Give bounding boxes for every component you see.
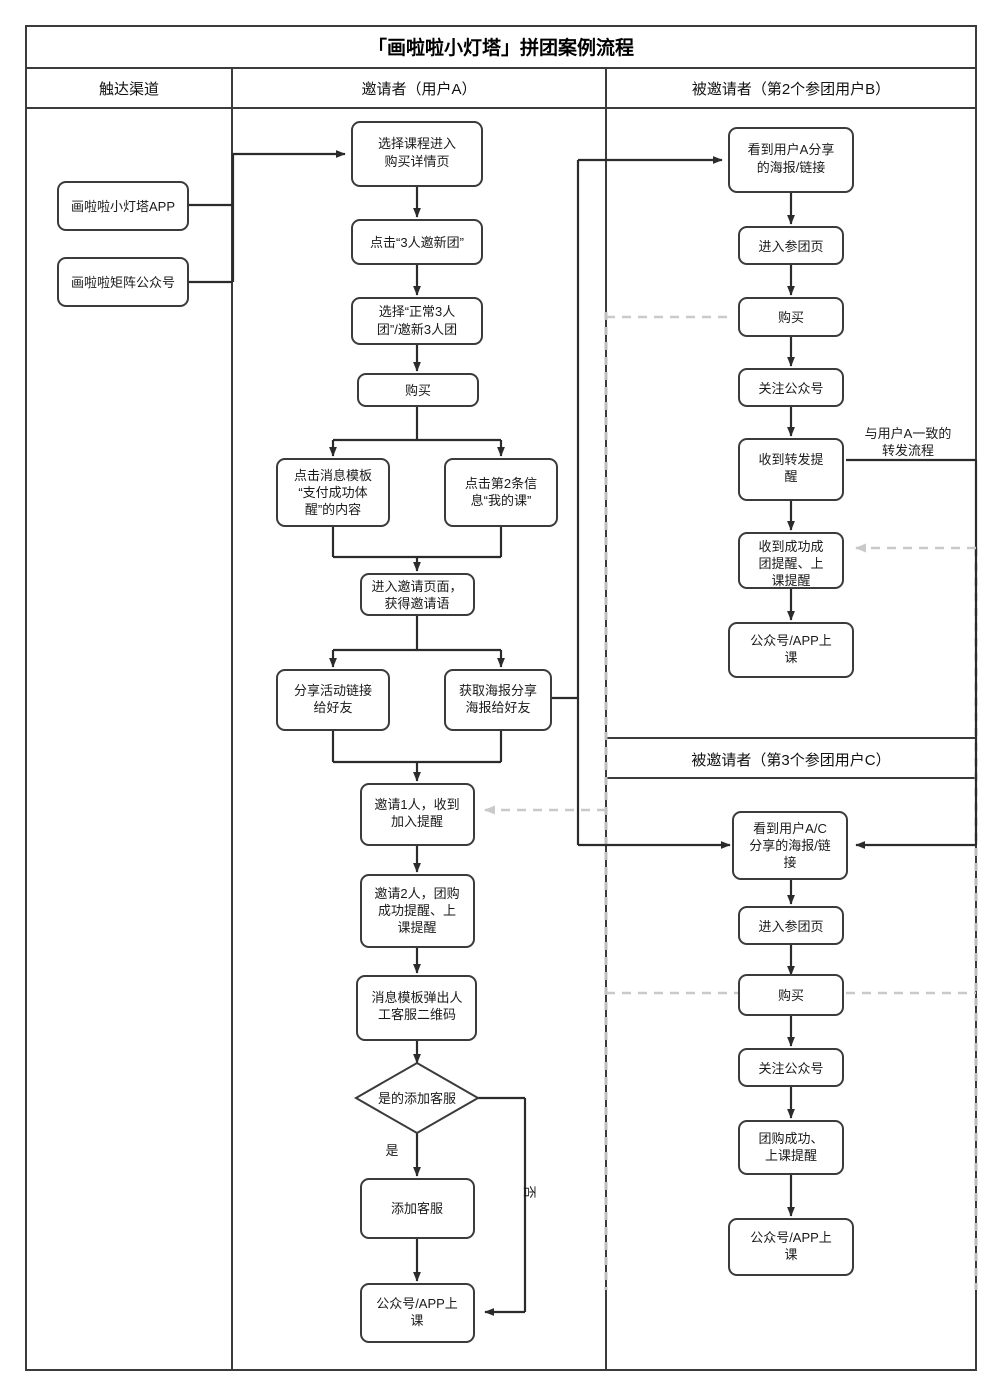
node-a8[interactable]: 分享活动链接给好友 [276,669,390,731]
connector-share-to-invitees [551,156,731,849]
node-c6[interactable]: 公众号/APP上课 [728,1218,854,1276]
column-header-invitee-b: 被邀请者（第2个参团用户B） [692,80,890,98]
node-b5[interactable]: 收到转发提醒 [738,438,844,501]
column-header-invitee-c: 被邀请者（第3个参团用户C） [691,751,890,769]
node-ch2-label: 画啦啦矩阵公众号 [71,275,175,290]
node-c2[interactable]: 进入参团页 [738,906,844,945]
column-header-inviter: 邀请者（用户A） [361,81,476,98]
node-b4-label: 关注公众号 [758,381,823,396]
node-a13-label: 是的添加客服 [378,1091,456,1106]
node-a10-label: 邀请1人，收到加入提醒 [374,797,459,829]
diagram-title: 「画啦啦小灯塔」拼团案例流程 [368,36,634,59]
node-a14[interactable]: 添加客服 [360,1178,475,1239]
node-a7-label: 进入邀请页面，获得邀请语 [371,579,462,611]
node-b3[interactable]: 购买 [738,297,844,337]
node-b4[interactable]: 关注公众号 [738,368,844,407]
node-a2[interactable]: 点击“3人邀新团” [351,219,483,265]
edge-label-yes: 是 [385,1143,398,1158]
node-a4-label: 购买 [405,383,431,398]
node-a15-label: 公众号/APP上课 [376,1296,458,1328]
node-a13-decision[interactable]: 是的添加客服 [353,1061,481,1135]
node-a1-label: 选择课程进入购买详情页 [378,136,456,169]
node-b1[interactable]: 看到用户A分享的海报/链接 [728,127,854,193]
node-c3[interactable]: 购买 [738,974,844,1016]
node-a5-label: 点击消息模板“支付成功体醒”的内容 [294,468,372,517]
node-ch1-label: 画啦啦小灯塔APP [71,199,175,214]
node-a3[interactable]: 选择“正常3人团”/邀新3人团 [351,297,483,345]
node-a9[interactable]: 获取海报分享海报给好友 [444,669,552,731]
node-c6-label: 公众号/APP上课 [750,1230,832,1262]
node-b7[interactable]: 公众号/APP上课 [728,622,854,678]
node-c4-label: 关注公众号 [758,1061,823,1076]
node-a11-label: 邀请2人，团购成功提醒、上课提醒 [374,886,459,935]
node-a3-label: 选择“正常3人团”/邀新3人团 [377,304,457,337]
node-a1[interactable]: 选择课程进入购买详情页 [351,121,483,187]
node-c4[interactable]: 关注公众号 [738,1048,844,1087]
node-b5-label: 收到转发提醒 [758,452,823,484]
column-header-channel: 触达渠道 [99,81,159,98]
node-a6-label: 点击第2条信息“我的课” [465,476,537,508]
connectors-inviter [329,186,527,1316]
node-a12[interactable]: 消息模板弹出人工客服二维码 [356,975,477,1041]
node-a10[interactable]: 邀请1人，收到加入提醒 [360,783,475,846]
node-a7[interactable]: 进入邀请页面，获得邀请语 [360,573,475,616]
node-a6[interactable]: 点击第2条信息“我的课” [444,458,558,527]
node-c3-label: 购买 [778,988,804,1003]
node-a14-label: 添加客服 [391,1201,443,1216]
annotation-same-flow: 与用户A一致的转发流程 [865,426,952,458]
node-a4[interactable]: 购买 [357,373,479,407]
node-ch1[interactable]: 画啦啦小灯塔APP [57,181,189,231]
node-c5-label: 团购成功、上课提醒 [758,1131,823,1163]
node-b6-label: 收到成功成团提醒、上课提醒 [758,539,823,588]
node-b6[interactable]: 收到成功成团提醒、上课提醒 [738,532,844,589]
node-b7-label: 公众号/APP上课 [750,633,832,665]
node-b2[interactable]: 进入参团页 [738,226,844,265]
node-a12-label: 消息模板弹出人工客服二维码 [371,990,462,1022]
node-a15[interactable]: 公众号/APP上课 [360,1283,475,1343]
node-b2-label: 进入参团页 [758,239,823,254]
node-ch2[interactable]: 画啦啦矩阵公众号 [57,257,189,307]
node-a8-label: 分享活动链接给好友 [294,683,372,715]
node-c5[interactable]: 团购成功、上课提醒 [738,1120,844,1175]
connectors-invitee-b [787,192,978,849]
node-a2-label: 点击“3人邀新团” [370,235,464,250]
node-a11[interactable]: 邀请2人，团购成功提醒、上课提醒 [360,874,475,948]
edge-label-no: 否 [522,1185,537,1198]
node-b1-label: 看到用户A分享的海报/链接 [748,142,835,175]
node-a9-label: 获取海报分享海报给好友 [459,683,537,715]
connector-channel-to-a1 [188,150,346,284]
node-c2-label: 进入参团页 [758,919,823,934]
node-b3-label: 购买 [778,310,804,325]
node-a5[interactable]: 点击消息模板“支付成功体醒”的内容 [276,458,390,527]
